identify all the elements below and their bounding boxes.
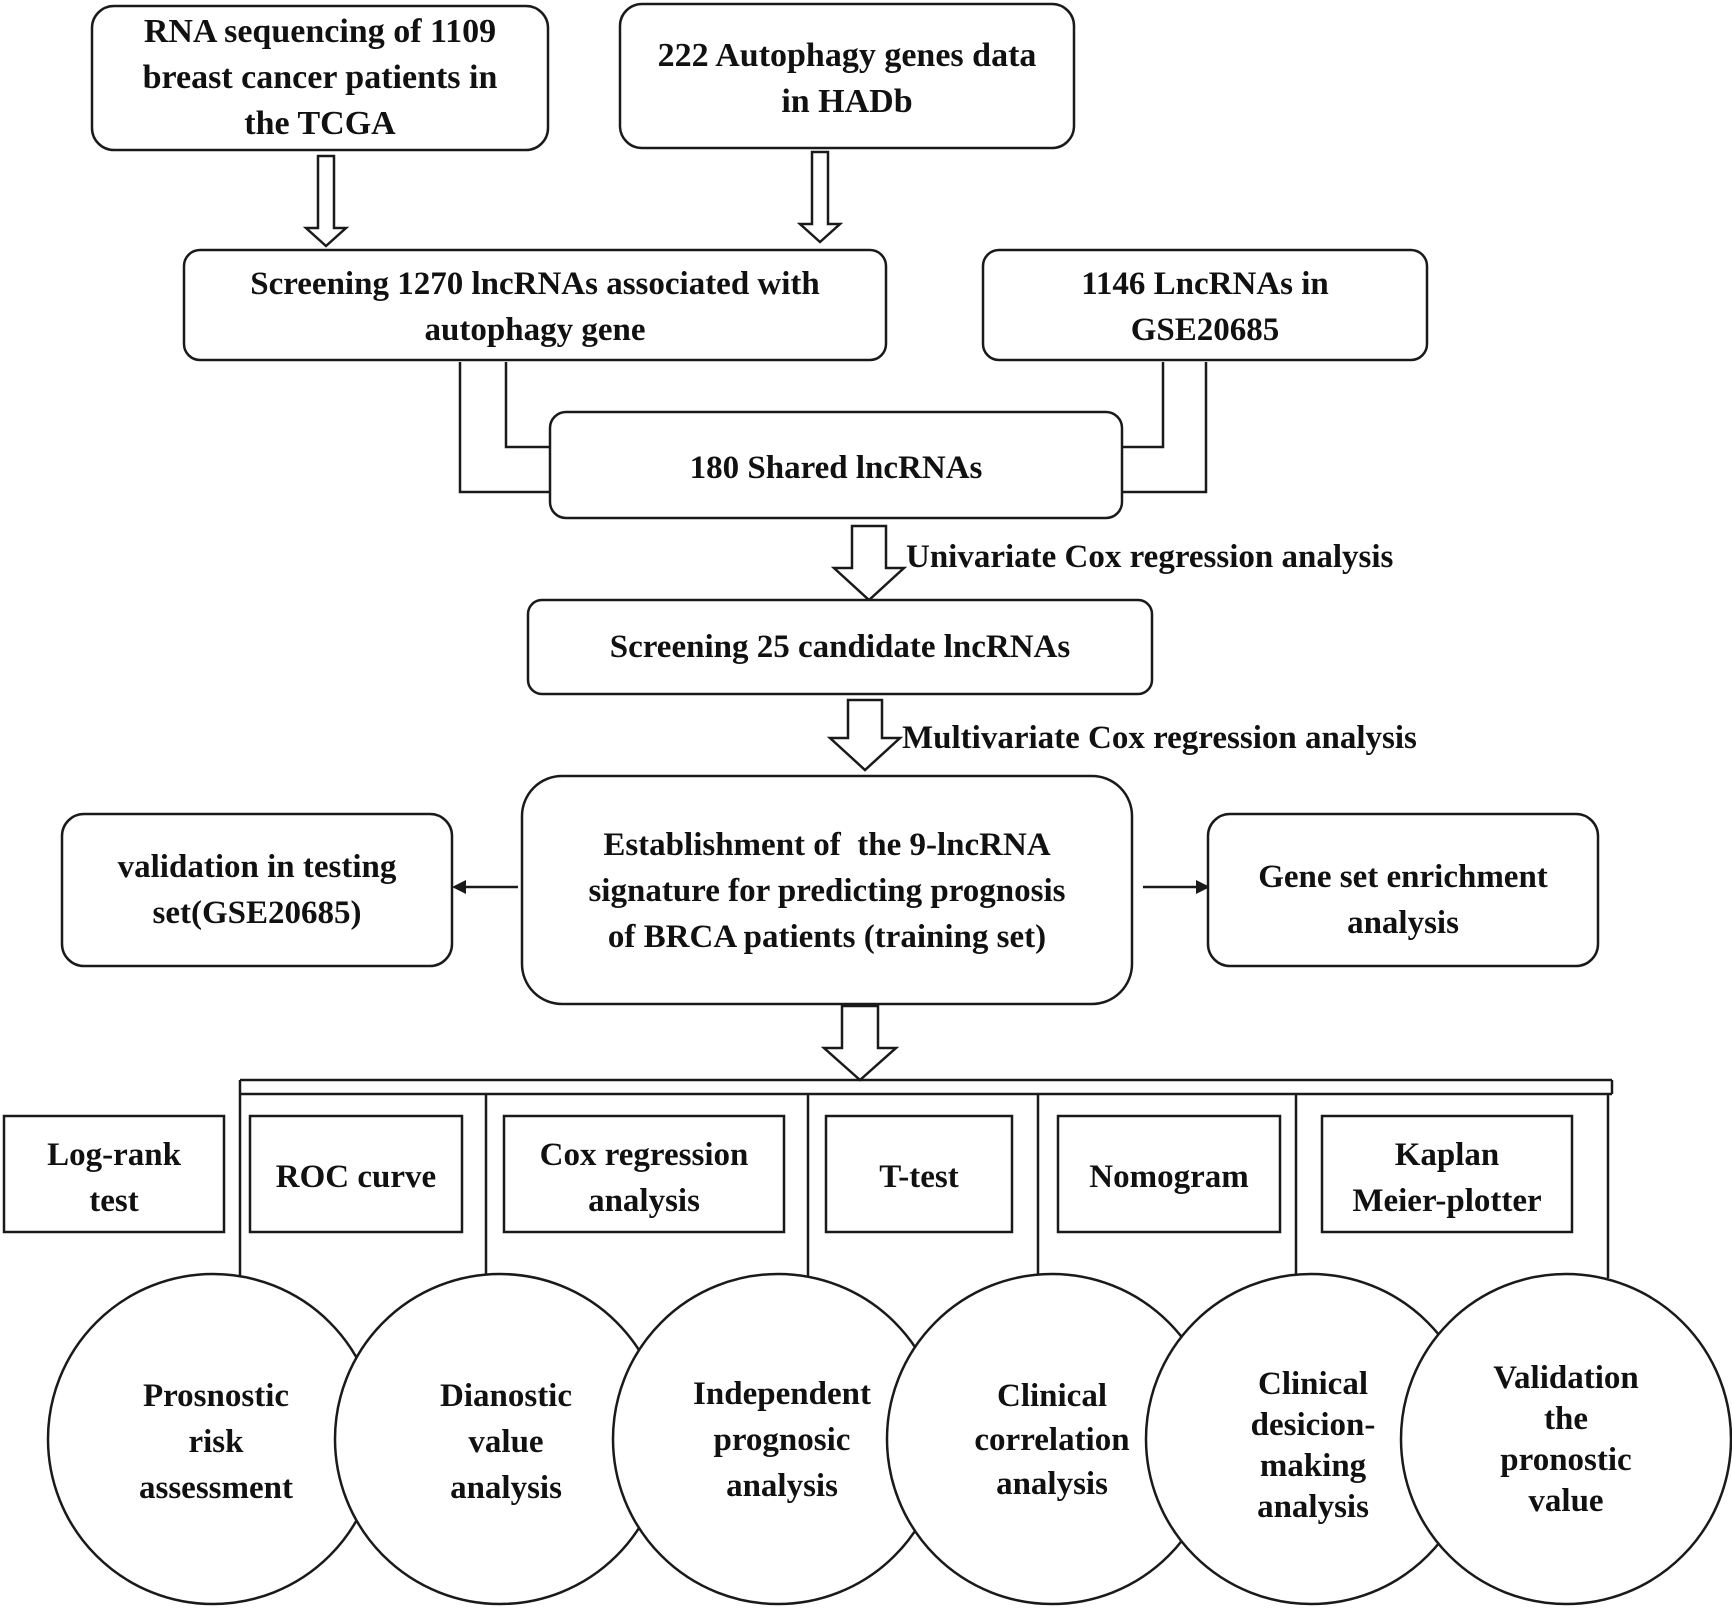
node-label-c-decision-line-4: analysis	[1257, 1489, 1369, 1525]
node-label-logrank-line-1: Log-rank	[47, 1137, 182, 1173]
connector-screening-to-shared-outer	[458, 362, 552, 494]
node-label-c-risk-line-3: assessment	[139, 1470, 293, 1506]
connector-gse-to-shared-outer	[1121, 362, 1208, 494]
box-screening-1270	[182, 248, 888, 362]
node-label-autophagy-line-2: in HADb	[781, 83, 912, 120]
node-label-autophagy-line-1: 222 Autophagy genes data	[658, 37, 1037, 74]
box-gse20685-lncrnas	[981, 248, 1429, 362]
node-label-c-diag-line-1: Dianostic	[440, 1378, 572, 1414]
block-arrow-shared-to-candidate	[830, 524, 908, 602]
node-label-gsea-line-2: analysis	[1347, 905, 1459, 941]
node-label-gse-line-2: GSE20685	[1131, 312, 1280, 348]
node-label-ttest-line-1: T-test	[879, 1159, 958, 1195]
node-label-c-risk-line-2: risk	[188, 1424, 244, 1460]
node-label-rna-seq-line-3: the TCGA	[244, 105, 396, 142]
node-label-rna-seq-line-2: breast cancer patients in	[143, 59, 498, 96]
node-label-logrank-line-2: test	[89, 1183, 138, 1219]
node-label-cox-line-2: analysis	[588, 1183, 700, 1219]
block-arrow-candidate-to-establish	[826, 698, 904, 772]
node-label-establish-line-2: signature for predicting prognosis	[588, 873, 1065, 909]
node-label-c-diag-line-3: analysis	[450, 1470, 562, 1506]
node-label-cox-line-1: Cox regression	[540, 1137, 749, 1173]
block-arrow-establish-to-methods	[820, 1004, 900, 1082]
block-arrow-rna-to-screening	[302, 154, 350, 248]
box-gene-set-enrichment	[1206, 812, 1600, 968]
node-label-rna-seq-line-1: RNA sequencing of 1109	[144, 13, 496, 50]
box-autophagy-genes	[618, 2, 1076, 150]
connectors	[238, 362, 1614, 1278]
arrowhead-to-validation	[452, 880, 466, 894]
block-arrow-autophagy-to-screening	[796, 150, 844, 244]
node-label-c-indep-line-3: analysis	[726, 1468, 838, 1504]
node-label-c-valid-line-4: value	[1528, 1483, 1603, 1519]
boxes	[2, 2, 1600, 1234]
connector-gse-to-shared-inner	[1121, 362, 1165, 449]
thin-arrowheads	[452, 880, 1210, 894]
node-label-validation-line-2: set(GSE20685)	[153, 895, 362, 931]
node-label-shared-line-1: 180 Shared lncRNAs	[690, 450, 983, 486]
node-label-c-decision-line-2: desicion-	[1251, 1407, 1376, 1443]
block-arrows	[302, 150, 908, 1082]
box-validation-testing	[60, 812, 454, 968]
box-signature-establishment	[520, 774, 1134, 1006]
circles	[46, 1272, 1732, 1606]
node-label-candidate-line-1: Screening 25 candidate lncRNAs	[610, 629, 1071, 665]
node-label-c-indep-line-2: prognosic	[714, 1422, 851, 1458]
box-roc-curve	[248, 1114, 464, 1234]
node-label-c-clin-line-1: Clinical	[997, 1378, 1107, 1414]
node-label-kaplan-line-1: Kaplan	[1395, 1137, 1500, 1173]
node-label-roc-line-1: ROC curve	[276, 1159, 436, 1195]
label-univariate: Univariate Cox regression analysis	[906, 539, 1394, 575]
node-label-c-valid-line-1: Validation	[1493, 1360, 1639, 1396]
label-multivariate: Multivariate Cox regression analysis	[902, 720, 1417, 756]
node-label-nomogram-line-1: Nomogram	[1089, 1159, 1248, 1195]
arrowhead-to-gsea	[1196, 880, 1210, 894]
connector-screening-to-shared-inner	[504, 362, 552, 449]
node-label-c-risk-line-1: Prosnostic	[143, 1378, 289, 1414]
node-label-kaplan-line-2: Meier-plotter	[1352, 1183, 1541, 1219]
node-label-c-valid-line-2: the	[1544, 1401, 1588, 1437]
node-label-screening-line-2: autophagy gene	[425, 312, 646, 348]
node-label-c-clin-line-2: correlation	[974, 1422, 1129, 1458]
box-nomogram	[1056, 1114, 1282, 1234]
circle-prognostic-validation	[1399, 1272, 1732, 1606]
box-kaplan-meier	[1320, 1114, 1574, 1234]
node-label-c-clin-line-3: analysis	[996, 1466, 1108, 1502]
node-label-screening-line-1: Screening 1270 lncRNAs associated with	[250, 266, 820, 302]
box-t-test	[824, 1114, 1014, 1234]
node-label-validation-line-1: validation in testing	[118, 849, 397, 885]
node-label-c-diag-line-2: value	[468, 1424, 543, 1460]
node-label-establish-line-3: of BRCA patients (training set)	[608, 919, 1046, 955]
node-label-c-valid-line-3: pronostic	[1500, 1442, 1631, 1478]
node-label-c-decision-line-1: Clinical	[1258, 1366, 1368, 1402]
node-label-gse-line-1: 1146 LncRNAs in	[1081, 266, 1329, 302]
box-rna-sequencing	[90, 4, 550, 152]
box-cox-regression	[502, 1114, 786, 1234]
node-label-c-indep-line-1: Independent	[693, 1376, 871, 1412]
node-label-establish-line-1: Establishment of the 9-lncRNA	[603, 827, 1051, 863]
node-labels: RNA sequencing of 1109 breast cancer pati…	[47, 13, 1639, 1525]
box-candidate-lncrnas	[526, 598, 1154, 696]
box-shared-lncrnas	[548, 410, 1124, 520]
box-log-rank	[2, 1114, 226, 1234]
node-label-c-decision-line-3: making	[1260, 1448, 1367, 1484]
node-label-gsea-line-1: Gene set enrichment	[1258, 859, 1548, 895]
